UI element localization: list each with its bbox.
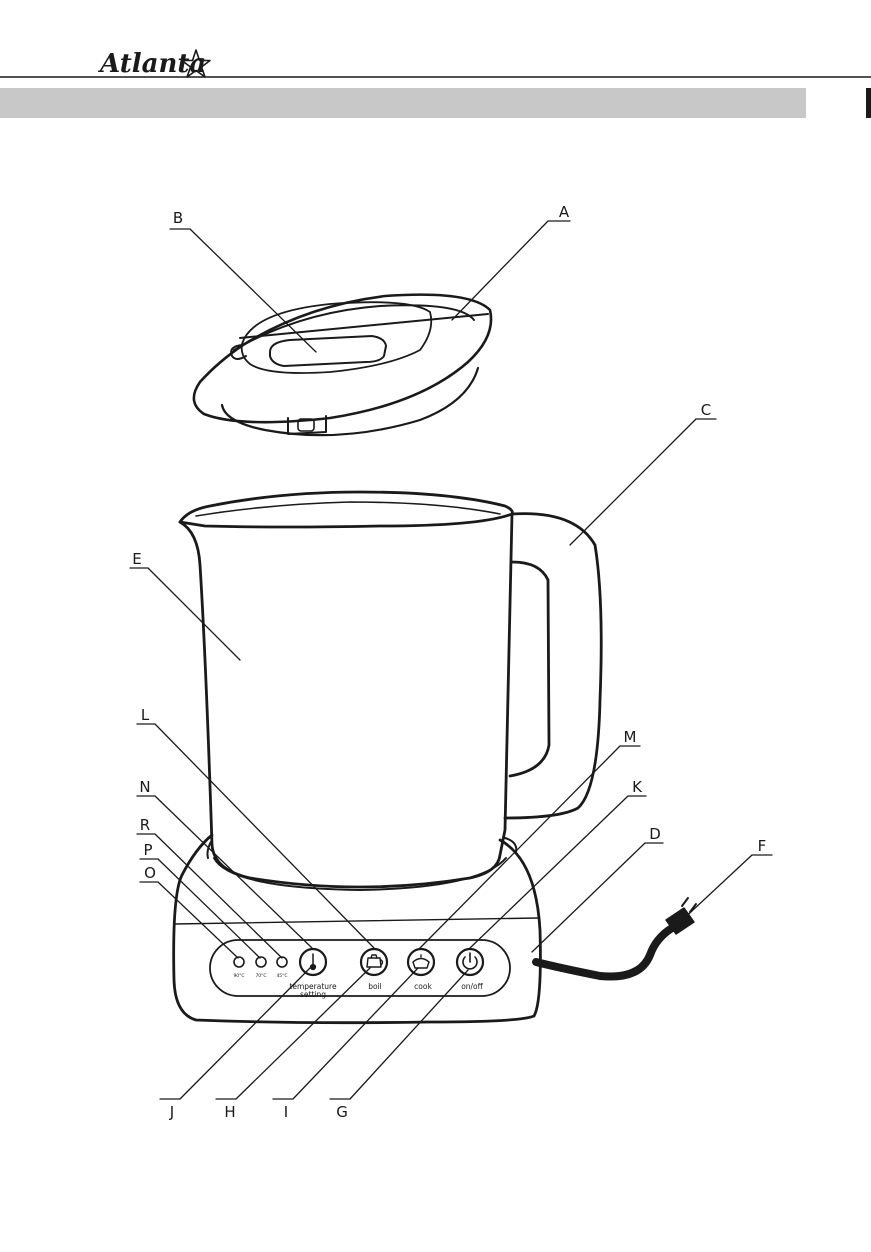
plug-pin-1 (682, 898, 688, 906)
thermometer-icon (311, 954, 316, 969)
pot-icon (413, 955, 429, 968)
boil-label: boil (368, 982, 382, 991)
base-seam (174, 918, 538, 924)
label-L: L (141, 706, 150, 724)
leader-J (160, 968, 310, 1099)
section-bar (0, 88, 806, 118)
leader-P (140, 859, 260, 958)
base-plate (214, 858, 506, 890)
label-J: J (169, 1103, 174, 1121)
label-A: A (559, 203, 570, 221)
label-K: K (632, 778, 643, 796)
indicator-led-2 (256, 957, 266, 967)
cook-button[interactable]: cook (408, 949, 434, 991)
on-off-button[interactable]: on/off (457, 949, 484, 991)
label-B: B (173, 209, 183, 227)
leader-A (452, 221, 570, 320)
leader-K (470, 796, 646, 948)
kettle-icon (367, 955, 383, 967)
leader-F (678, 855, 772, 924)
kettle-base (174, 835, 541, 1023)
cook-label: cook (414, 982, 432, 991)
kettle-rim-inner (196, 502, 500, 516)
leader-L (137, 724, 374, 948)
label-N: N (139, 778, 150, 796)
leader-N (137, 796, 312, 948)
leader-lines (130, 221, 772, 1099)
leader-C (570, 419, 716, 545)
indicator-led-1 (234, 957, 244, 967)
label-D: D (649, 825, 661, 843)
label-P: P (143, 841, 152, 859)
indicator-label-1: 90°C (233, 973, 244, 979)
power-icon (463, 953, 477, 969)
label-C: C (701, 401, 711, 419)
cord (536, 928, 672, 977)
kettle-body (180, 492, 601, 887)
temperature-label-line2: setting (300, 990, 326, 999)
temperature-setting-button[interactable]: temperature setting (289, 949, 337, 999)
label-O: O (144, 864, 156, 882)
lid-handle (270, 336, 386, 366)
leader-E (130, 568, 240, 660)
leader-G (330, 970, 468, 1099)
leader-D (532, 843, 663, 952)
power-cord (536, 898, 696, 977)
onoff-label: on/off (461, 982, 483, 991)
indicator-label-3: 45°C (276, 973, 287, 979)
lid (194, 295, 491, 436)
label-R: R (140, 816, 150, 834)
page-edge-tab (866, 88, 871, 118)
page-header: Atlanta (0, 49, 871, 118)
label-H: H (224, 1103, 235, 1121)
kettle-handle-inner (510, 562, 549, 776)
indicator-label-2: 70°C (255, 973, 266, 979)
kettle-rim (180, 492, 512, 527)
kettle-handle-outer (505, 514, 601, 818)
boil-button[interactable]: boil (361, 949, 387, 991)
label-E: E (132, 550, 141, 568)
indicator-lights: 90°C 70°C 45°C (233, 957, 287, 979)
label-I: I (284, 1103, 288, 1121)
lid-skirt (222, 368, 478, 435)
label-F: F (758, 837, 767, 855)
kettle-body-outline (180, 514, 512, 887)
callout-labels: A B C E L M N K R D F P O J H I G (132, 203, 766, 1121)
leader-O (140, 882, 238, 958)
label-G: G (336, 1103, 348, 1121)
label-M: M (624, 728, 637, 746)
